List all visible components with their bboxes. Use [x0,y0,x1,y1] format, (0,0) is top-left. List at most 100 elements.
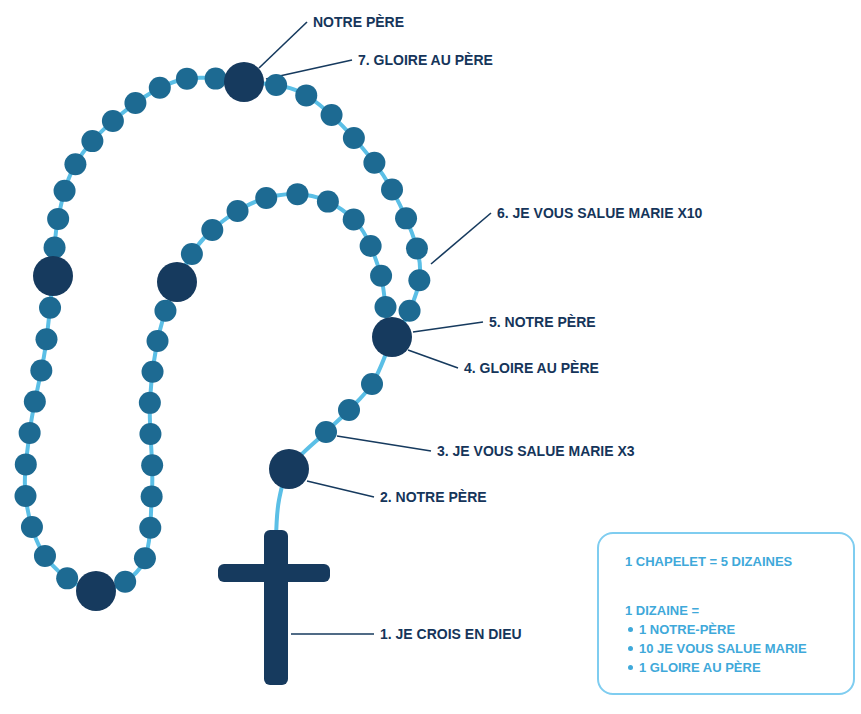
callout-text: 3. JE VOUS SALUE MARIE X3 [437,443,635,459]
small-bead [44,236,66,258]
small-bead [315,421,337,443]
small-bead [201,219,223,241]
leader-line [307,481,374,497]
small-bead [24,391,46,413]
small-bead [343,127,365,149]
callout-label: NOTRE PÈRE [313,14,404,30]
small-bead [142,361,164,383]
callout-text: 6. JE VOUS SALUE MARIE X10 [497,205,702,221]
small-bead [149,77,171,99]
small-bead [141,485,163,507]
small-bead [154,300,176,322]
small-bead [39,297,61,319]
small-bead [176,68,198,90]
callout-text: 2. NOTRE PÈRE [380,489,487,505]
leader-line [413,322,483,332]
small-bead [139,517,161,539]
small-bead [124,92,146,114]
callout-text: 7. GLOIRE AU PÈRE [358,52,493,68]
chain-pendant [276,337,392,540]
cross-vertical [264,530,288,685]
callout-text: 1. JE CROIS EN DIEU [380,626,522,642]
bead-group [14,62,430,685]
small-bead [147,330,169,352]
small-bead [14,485,36,507]
small-bead [363,152,385,174]
small-bead [408,269,430,291]
small-bead [15,453,37,475]
small-bead [102,110,124,132]
large-bead [157,262,197,302]
small-bead [343,209,365,231]
chain-group [25,78,420,591]
callout-text: 5. NOTRE PÈRE [489,314,596,330]
callout-label: 5. NOTRE PÈRE [489,314,596,330]
chain-loop [25,78,420,591]
small-bead [56,567,78,589]
bullet-item: 1 NOTRE-PÈRE [625,620,841,639]
bullet-dot [628,665,633,670]
info-box: 1 CHAPELET = 5 DIZAINES 1 DIZAINE = 1 NOTR… [597,532,855,695]
small-bead [381,179,403,201]
leader-line [291,633,374,635]
small-bead [205,68,227,90]
callout-label: 4. GLOIRE AU PÈRE [464,360,599,376]
leader-line [259,22,307,68]
cross-horizontal [218,564,330,582]
small-bead [54,180,76,202]
callout-label: 2. NOTRE PÈRE [380,489,487,505]
small-bead [30,360,52,382]
info-text: 1 GLOIRE AU PÈRE [639,660,761,675]
small-bead [370,265,392,287]
small-bead [181,243,203,265]
small-bead [114,571,136,593]
small-bead [47,208,69,230]
small-bead [317,191,339,213]
small-bead [64,153,86,175]
callout-text: NOTRE PÈRE [313,14,404,30]
small-bead [34,545,56,567]
leader-line [431,213,491,264]
bullet-dot [628,627,633,632]
callout-label: 1. JE CROIS EN DIEU [380,626,522,642]
small-bead [295,84,317,106]
callout-text: 4. GLOIRE AU PÈRE [464,360,599,376]
small-bead [139,392,161,414]
small-bead [321,104,343,126]
callout-label: 3. JE VOUS SALUE MARIE X3 [437,443,635,459]
large-bead [269,449,309,489]
small-bead [360,235,382,257]
small-bead [286,183,308,205]
small-bead [406,237,428,259]
small-bead [81,130,103,152]
callout-label: 7. GLOIRE AU PÈRE [358,52,493,68]
info-text: 10 JE VOUS SALUE MARIE [639,641,807,656]
leader-line [408,350,458,368]
bullet-dot [628,646,633,651]
small-bead [338,399,360,421]
small-bead [139,423,161,445]
small-bead [265,74,287,96]
small-bead [227,200,249,222]
large-bead [224,62,264,102]
small-bead [21,516,43,538]
small-bead [134,547,156,569]
small-bead [255,187,277,209]
info-text: 1 DIZAINE = [625,603,699,618]
large-bead [372,317,412,357]
leader-line [337,436,431,451]
small-bead [399,300,421,322]
large-bead [33,256,73,296]
small-bead [375,296,397,318]
callout-label: 6. JE VOUS SALUE MARIE X10 [497,205,702,221]
bullet-item: 10 JE VOUS SALUE MARIE [625,639,841,658]
small-bead [361,373,383,395]
small-bead [35,328,57,350]
info-text: 1 CHAPELET = 5 DIZAINES [625,554,792,569]
large-bead [76,571,116,611]
bullet-item: 1 GLOIRE AU PÈRE [625,658,841,677]
info-line: 1 CHAPELET = 5 DIZAINES [625,552,841,571]
leader-group [259,22,491,634]
info-line: 1 DIZAINE = [625,601,841,620]
